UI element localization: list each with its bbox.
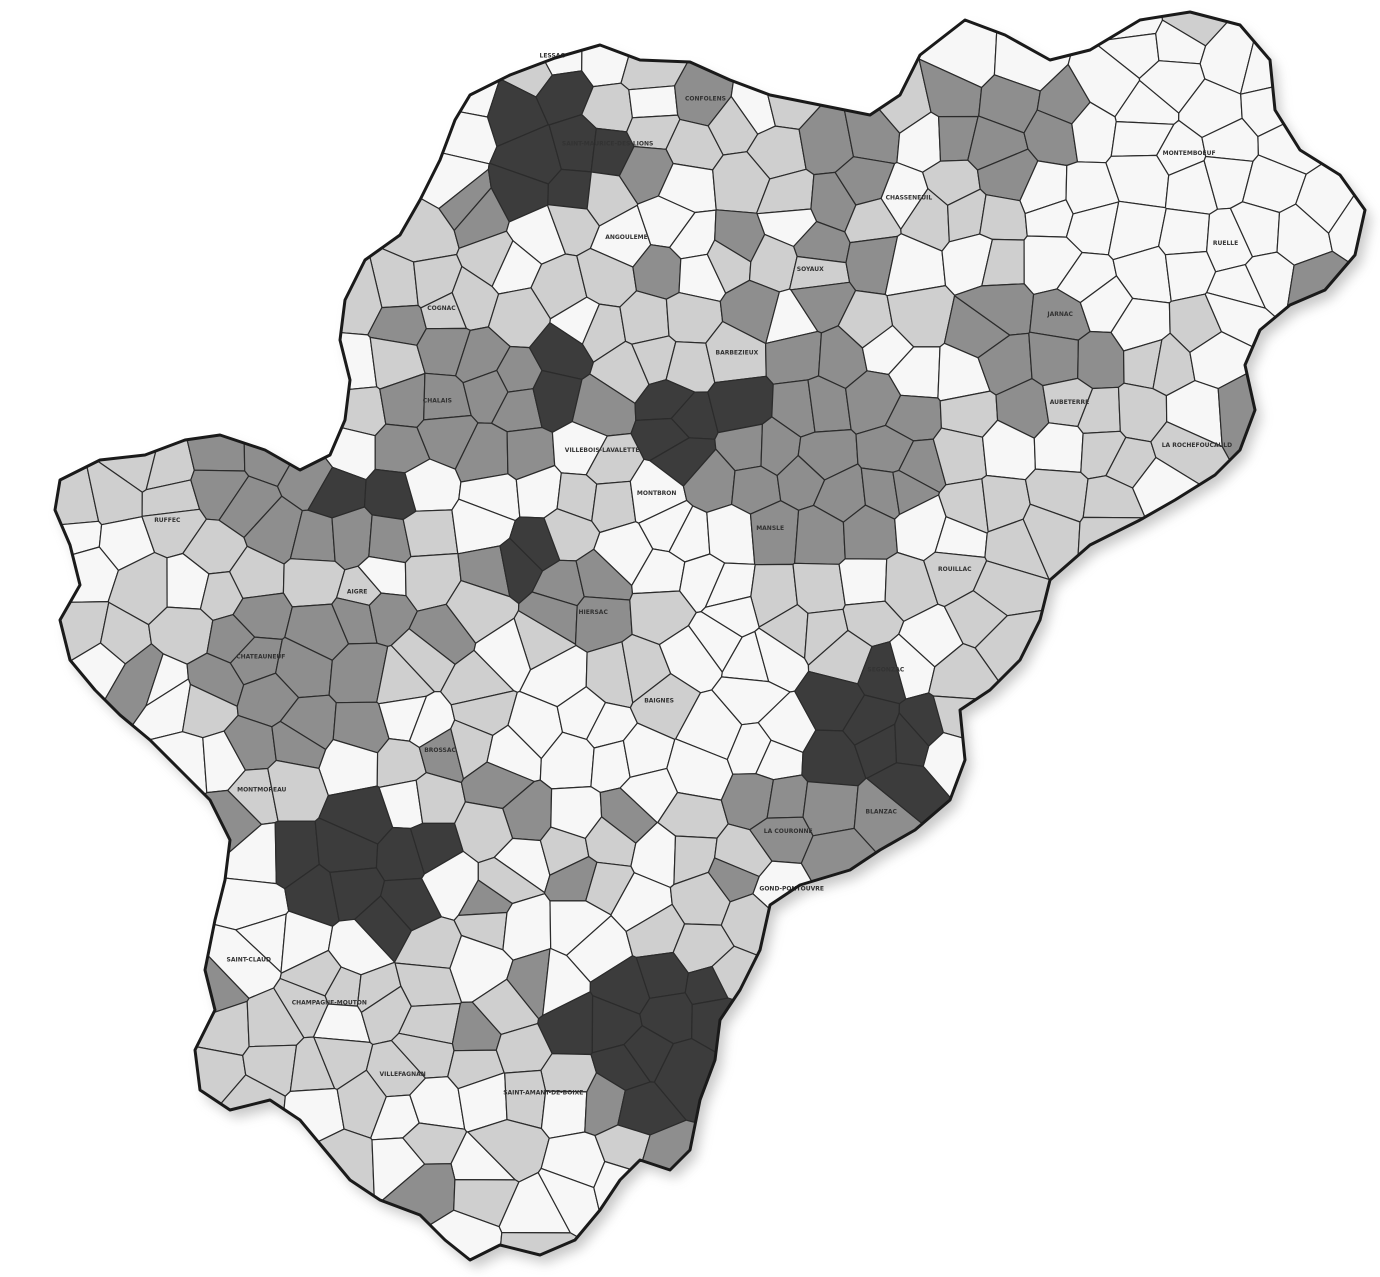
commune-region	[1028, 331, 1080, 387]
commune-label: ANGOULEME	[605, 234, 648, 241]
commune-region	[504, 1069, 547, 1130]
commune-label: SAINT-MAURICE-DES-LIONS	[562, 141, 653, 148]
commune-region	[230, 322, 378, 396]
commune-label: SAINT-AMANT-DE-BOIXE	[503, 1089, 583, 1096]
commune-label: BROSSAC	[424, 747, 456, 754]
commune-region	[1131, 456, 1365, 737]
commune-region	[638, 1119, 1293, 1260]
commune-label: CONFOLENS	[685, 96, 726, 103]
department-border	[53, 10, 1367, 1262]
commune-region	[72, 38, 498, 165]
commune-region	[974, 604, 1365, 921]
commune-label: CHAMPAGNE-MOUTON	[292, 1000, 367, 1007]
commune-region	[922, 731, 1365, 1256]
commune-region	[202, 1128, 376, 1260]
commune-label: MANSLE	[756, 525, 784, 532]
commune-label: BAIGNES	[644, 698, 674, 705]
commune-label: LESSAC	[540, 53, 566, 60]
commune-label: LA COURONNE	[764, 828, 813, 835]
commune-region	[1239, 12, 1365, 95]
commune-region	[540, 1090, 588, 1139]
commune-region	[979, 194, 1028, 241]
commune-region	[55, 12, 501, 118]
commune-region	[766, 774, 809, 819]
commune-region	[792, 562, 846, 614]
commune-label: COGNAC	[427, 305, 456, 312]
commune-label: SOYAUX	[797, 266, 824, 273]
commune-region	[145, 380, 195, 491]
commune-region	[798, 84, 855, 176]
commune-region	[55, 1035, 247, 1260]
commune-label: SAINT-CLAUD	[227, 956, 271, 963]
commune-label: ROUILLAC	[938, 566, 972, 573]
commune-region	[151, 200, 246, 472]
commune-region	[749, 500, 800, 566]
commune-region	[55, 642, 126, 824]
commune-region	[1033, 422, 1084, 473]
commune-label: LA ROCHEFOUCAULD	[1162, 442, 1232, 449]
commune-region	[55, 12, 174, 493]
commune-region	[466, 12, 553, 98]
commune-region	[511, 12, 584, 76]
commune-region	[402, 509, 459, 558]
commune-region	[1074, 516, 1365, 894]
commune-label: AUBETERRE	[1050, 399, 1090, 406]
commune-region	[593, 1160, 695, 1260]
commune-label: MONTMOREAU	[237, 787, 286, 794]
commune-region	[1283, 250, 1365, 405]
commune-label: CHALAIS	[423, 397, 452, 404]
commune-label: RUELLE	[1213, 240, 1238, 247]
commune-region	[55, 546, 120, 605]
commune-region	[517, 591, 578, 645]
commune-label: AIGRE	[347, 589, 368, 596]
commune-region	[800, 827, 1265, 1260]
commune-label: CHATEAUNEUF	[236, 654, 285, 661]
commune-region	[853, 777, 1365, 1260]
commune-label: HIERSAC	[579, 609, 609, 616]
commune-region	[55, 12, 383, 336]
commune-region	[1157, 207, 1211, 256]
commune-label: JARNAC	[1046, 311, 1073, 318]
commune-label: BARBEZIEUX	[716, 350, 759, 357]
commune-region	[838, 558, 888, 606]
commune-label: MONTEMBOEUF	[1163, 150, 1216, 157]
commune-region	[866, 762, 1096, 966]
commune-region	[628, 85, 679, 119]
commune-region	[1217, 355, 1365, 665]
commune-label: VILLEBOIS-LAVALETTE	[565, 447, 640, 454]
commune-label: MONTBRON	[637, 490, 677, 497]
commune-region	[540, 1052, 598, 1093]
commune-region	[242, 340, 308, 487]
commune-label: CHASSENEUIL	[886, 195, 933, 202]
commune-label: SEGONZAC	[867, 666, 904, 673]
commune-label: VILLEFAGNAN	[380, 1071, 426, 1078]
commune-region	[691, 997, 1365, 1260]
commune-region	[706, 503, 756, 565]
commune-region	[55, 336, 100, 531]
commune-region	[711, 945, 957, 1072]
commune-label: RUFFEC	[154, 517, 181, 524]
commune-region	[201, 87, 460, 263]
commune-label: BLANZAC	[866, 808, 898, 815]
